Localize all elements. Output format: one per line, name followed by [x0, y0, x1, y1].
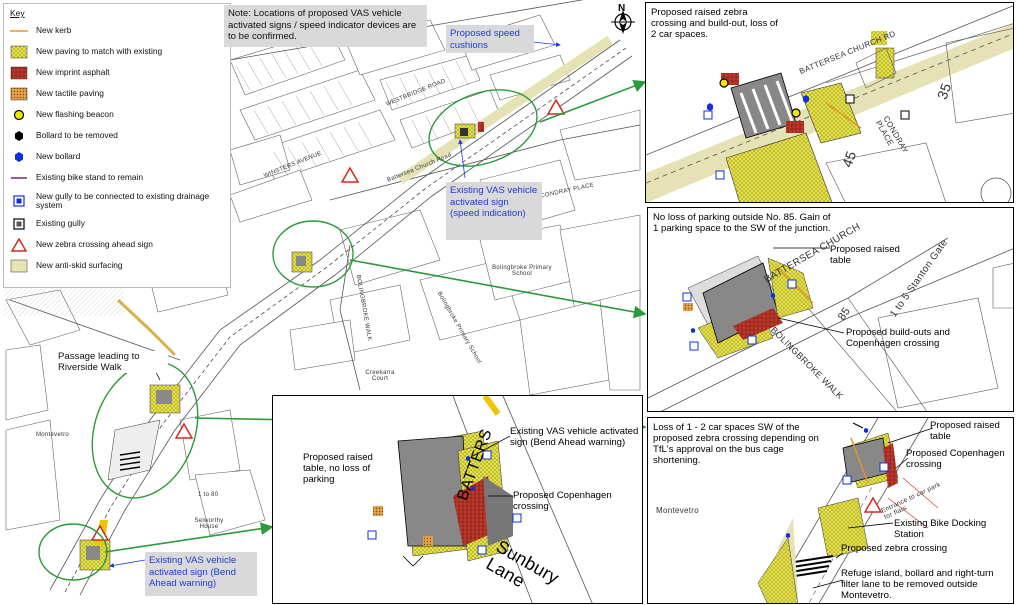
new-gully-icon: [13, 195, 25, 207]
bike-stand-line-icon: [11, 177, 27, 179]
legend-label: Existing gully: [36, 218, 85, 229]
map-label-selworthy: Selworthy House: [194, 518, 224, 530]
detail-panel-3: Proposed raised table, no loss of parkin…: [272, 395, 643, 604]
legend-label: New anti-skid surfacing: [36, 260, 123, 271]
map-legend: Key New kerb New paving to match with ex…: [3, 3, 231, 288]
legend-label: New kerb: [36, 25, 72, 36]
paving-swatch-icon: [10, 45, 28, 59]
panel-2-raised-table: Proposed raised table: [830, 244, 900, 266]
map-label-creekarra: Creekarra Court: [365, 370, 395, 382]
legend-item: New kerb: [10, 22, 224, 40]
map-label-school: Bolingbroke Primary School: [492, 265, 552, 277]
legend-item: New flashing beacon: [10, 106, 224, 124]
detail-panel-4: Loss of 1 - 2 car spaces SW of the propo…: [647, 417, 1014, 604]
legend-title: Key: [10, 8, 25, 18]
legend-item: Existing gully: [10, 215, 224, 233]
legend-item: New anti-skid surfacing: [10, 257, 224, 275]
zebra-sign-icon: [90, 98, 566, 541]
panel-2-description: No loss of parking outside No. 85. Gain …: [653, 212, 831, 234]
flashing-beacon-icon: [13, 109, 25, 121]
new-bollard-icon: [15, 152, 23, 162]
legend-label: Bollard to be removed: [36, 130, 118, 141]
panel-2-copenhagen: Proposed build-outs and Copenhagen cross…: [846, 327, 951, 349]
vas-location-note: Note: Locations of proposed VAS vehicle …: [224, 5, 427, 47]
legend-item: New zebra crossing ahead sign: [10, 236, 224, 254]
legend-label: Existing bike stand to remain: [36, 172, 144, 183]
panel-4-description: Loss of 1 - 2 car spaces SW of the propo…: [653, 422, 819, 466]
panel-3-drawing: [367, 396, 593, 603]
panel-3-raised-table: Proposed raised table, no loss of parkin…: [303, 452, 373, 485]
imprint-asphalt-swatch-icon: [10, 66, 28, 80]
anti-skid-swatch-icon: [10, 259, 28, 273]
bollard-removed-icon: [15, 131, 23, 141]
legend-label: New bollard: [36, 151, 81, 162]
legend-label: New gully to be connected to existing dr…: [36, 190, 210, 210]
panel-4-drawing: [757, 418, 939, 603]
legend-item: New bollard: [10, 148, 224, 166]
legend-item: Existing bike stand to remain: [10, 169, 224, 187]
speed-cushions-note: Proposed speed cushions: [446, 25, 534, 53]
detail-panel-2: No loss of parking outside No. 85. Gain …: [647, 207, 1014, 412]
panel-4-raised-table: Proposed raised table: [930, 420, 1000, 442]
panel-1-drawing: [646, 5, 1013, 202]
panel-4-bike-docking: Existing Bike Docking Station: [894, 518, 987, 540]
passage-label: Passage leading to Riverside Walk: [58, 351, 168, 373]
panel-2-drawing: [648, 237, 1013, 411]
panel-4-copenhagen: Proposed Copenhagen crossing: [906, 448, 1005, 470]
panel-3-copenhagen: Proposed Copenhagen crossing: [513, 490, 612, 512]
legend-label: New paving to match with existing: [36, 46, 163, 57]
legend-label: New flashing beacon: [36, 109, 114, 120]
vas-bend-note: Existing VAS vehicle activated sign (Ben…: [145, 552, 257, 596]
legend-item: New gully to be connected to existing dr…: [10, 190, 224, 212]
north-arrow-icon: [611, 10, 635, 34]
panel-4-zebra: Proposed zebra crossing: [841, 543, 948, 554]
legend-label: New tactile paving: [36, 88, 104, 99]
panel-4-refuge: Refuge island, bollard and right-turn fi…: [841, 568, 994, 601]
panel-1-description: Proposed raised zebra crossing and build…: [651, 7, 778, 40]
panel-3-vas: Existing VAS vehicle activated sign (Ben…: [510, 426, 639, 448]
legend-item: New imprint asphalt: [10, 64, 224, 82]
legend-item: New tactile paving: [10, 85, 224, 103]
tactile-paving-swatch-icon: [10, 87, 28, 101]
legend-label: New zebra crossing ahead sign: [36, 239, 153, 250]
zebra-sign-icon: [10, 238, 28, 252]
existing-gully-icon: [13, 218, 25, 230]
map-label-montevetro: Montevetro: [36, 432, 70, 438]
map-label-1-to-80: 1 to 80: [198, 492, 219, 498]
legend-item: Bollard to be removed: [10, 127, 224, 145]
legend-item: New paving to match with existing: [10, 43, 224, 61]
north-label: N: [618, 3, 626, 14]
legend-label: New imprint asphalt: [36, 67, 110, 78]
vas-speed-note: Existing VAS vehicle activated sign (spe…: [446, 182, 542, 240]
detail-panel-1: Proposed raised zebra crossing and build…: [645, 2, 1014, 203]
panel-4-montevetro: Montevetro: [656, 506, 700, 515]
kerb-line-icon: [10, 30, 28, 32]
